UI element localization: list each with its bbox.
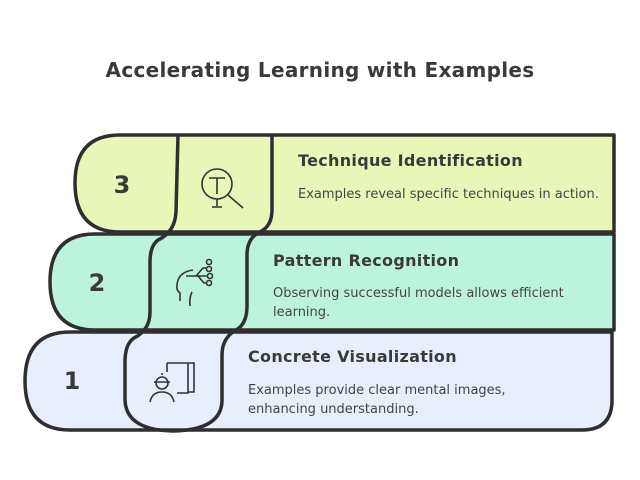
row-3-band [73, 133, 616, 234]
row-3-number: 3 [113, 171, 131, 199]
row-3-description: Examples reveal specific techniques in a… [298, 187, 599, 202]
row-1-number: 1 [63, 367, 81, 395]
person-board-icon [149, 362, 195, 403]
row-1-band [23, 330, 614, 432]
row-1-description: Examples provide clear mental images, en… [248, 383, 506, 417]
diagram-title: Accelerating Learning with Examples [105, 58, 535, 82]
row-2-band [48, 232, 616, 332]
row-2-number: 2 [88, 269, 106, 297]
row-1-heading: Concrete Visualization [248, 347, 457, 366]
row-3-heading: Technique Identification [298, 151, 523, 170]
row-2-heading: Pattern Recognition [273, 251, 460, 270]
row-2-description: Observing successful models allows effic… [273, 286, 564, 320]
head-network-icon [176, 258, 214, 307]
technique-search-icon [201, 168, 244, 209]
connector-column [123, 134, 274, 433]
